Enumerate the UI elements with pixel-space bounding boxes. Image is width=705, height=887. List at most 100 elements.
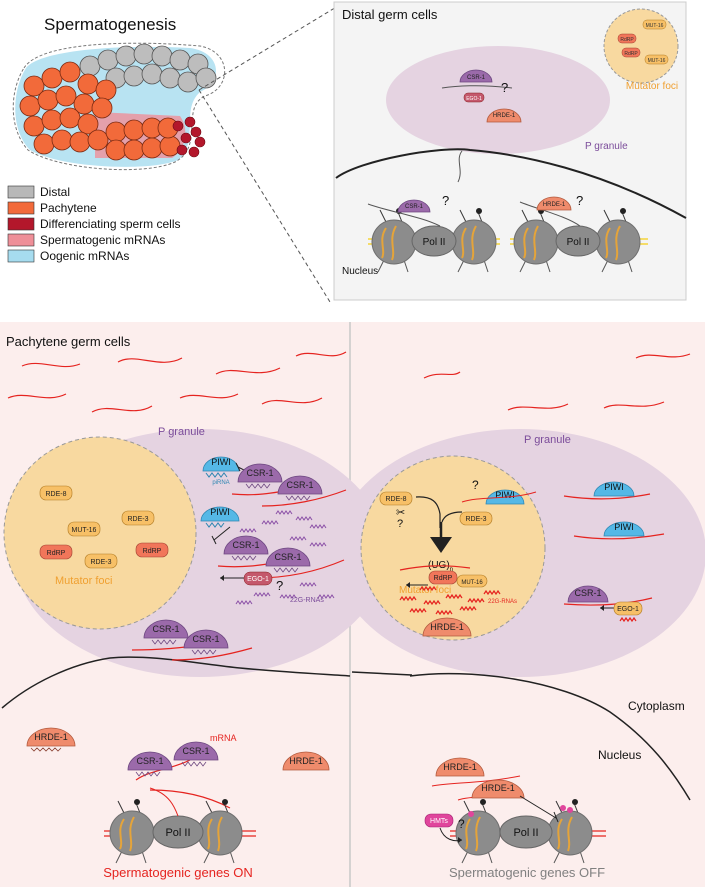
csr1-complex: CSR-1: [127, 751, 173, 777]
zoom-line-bottom: [198, 89, 331, 303]
gonad-schematic: [12, 42, 226, 171]
pachytene-cell: [51, 129, 73, 151]
mrna-strand: [423, 371, 461, 379]
svg-text:EGO-1: EGO-1: [466, 96, 482, 102]
legend-swatch: [7, 217, 35, 231]
distal-ego1: EGO-1: [463, 92, 485, 103]
svg-text:CSR-1: CSR-1: [274, 552, 301, 562]
mrna-strand: [295, 351, 347, 357]
distal-cell: [133, 43, 155, 65]
svg-text:Spermatogenic genes ON: Spermatogenic genes ON: [103, 865, 253, 880]
svg-text:Spermatogenic genes OFF: Spermatogenic genes OFF: [449, 865, 605, 880]
foci-protein: RDE-3: [121, 510, 155, 526]
hrde1-left-1: HRDE-1: [26, 727, 76, 752]
distal-cell: [141, 63, 163, 85]
svg-text:?: ?: [501, 80, 508, 95]
svg-text:Pol II: Pol II: [165, 827, 190, 839]
pachytene-cell: [23, 75, 45, 97]
chromatin-left-bottom: Pol II: [104, 787, 256, 864]
mrna-strand: [7, 393, 67, 399]
pachytene-cell: [95, 79, 117, 101]
distal-chromatin-left: Pol II CSR-1 ?: [367, 193, 500, 273]
svg-text:RDE-8: RDE-8: [385, 496, 406, 503]
legend-swatch: [7, 201, 35, 215]
distal-cell: [177, 71, 199, 93]
svg-text:PIWI: PIWI: [604, 482, 624, 492]
cleavage-arrow: [415, 496, 463, 553]
distal-cell: [123, 65, 145, 87]
svg-text:RdRP: RdRP: [47, 550, 66, 557]
pachytene-cell: [59, 107, 81, 129]
sperm-cell: [176, 144, 188, 156]
zoom-line-top: [198, 5, 339, 91]
svg-text:Mutator foci: Mutator foci: [399, 585, 451, 596]
svg-text:CSR-1: CSR-1: [136, 756, 163, 766]
pachytene-cell: [41, 109, 63, 131]
foci-protein: RDE-8: [39, 485, 73, 501]
pachytene-cell: [105, 139, 127, 161]
piwi-right-2: PIWI: [573, 521, 665, 540]
svg-text:P granule: P granule: [524, 434, 571, 446]
mrna-strand: [91, 405, 153, 413]
svg-text:RdRP: RdRP: [620, 37, 634, 43]
svg-text:?: ?: [276, 578, 283, 593]
legend-swatch: [7, 233, 35, 247]
hrde1-left-2: HRDE-1: [282, 751, 330, 771]
csr1-complex: CSR-1: [231, 463, 301, 496]
hmts: HMTs ?: [424, 813, 465, 843]
pachytene-cell: [77, 113, 99, 135]
ego1-left: EGO-1 ?: [220, 571, 283, 593]
svg-text:RdRP: RdRP: [434, 575, 453, 582]
svg-text:PIWI: PIWI: [495, 490, 515, 500]
pachytene-cell: [33, 133, 55, 155]
svg-text:CSR-1: CSR-1: [467, 75, 486, 81]
distal-p-granule: [386, 46, 610, 154]
sperm-cell: [188, 146, 200, 158]
svg-text:PIWI: PIWI: [211, 457, 231, 467]
pachytene-cell: [87, 129, 109, 151]
svg-text:?: ?: [397, 518, 403, 530]
distal-cell: [79, 55, 101, 77]
piwi-right-1: PIWI: [563, 481, 651, 500]
mutator-foci-left: [3, 436, 197, 630]
svg-text:Nucleus: Nucleus: [598, 748, 641, 762]
distal-title: Distal germ cells: [342, 7, 438, 22]
distal-cell: [151, 45, 173, 67]
piwi-right-foci: PIWI: [461, 489, 537, 505]
svg-text:EGO-1: EGO-1: [617, 606, 639, 613]
mrna-strand: [261, 397, 323, 405]
distal-cell: [169, 49, 191, 71]
svg-text:MUT-16: MUT-16: [648, 58, 666, 64]
hrde1-right-nuc-1: HRDE-1: [431, 757, 521, 787]
svg-text:CSR-1: CSR-1: [405, 204, 424, 210]
sperm-cell: [180, 132, 192, 144]
svg-text:HRDE-1: HRDE-1: [34, 732, 68, 742]
mutator-foci-right: [360, 455, 546, 641]
svg-text:mRNA: mRNA: [210, 733, 237, 743]
legend-swatch: [7, 249, 35, 263]
legend-label: Differenciating sperm cells: [40, 217, 181, 231]
svg-text:CSR-1: CSR-1: [246, 468, 273, 478]
pachytene-cell: [105, 121, 127, 143]
csr1-complex: CSR-1: [171, 629, 253, 661]
svg-text:PIWI: PIWI: [210, 507, 230, 517]
page-title: Spermatogenesis: [44, 15, 176, 34]
pachytene-cell: [59, 61, 81, 83]
sperm-cell: [172, 120, 184, 132]
csr1-right: CSR-1 EGO-1: [563, 585, 653, 623]
svg-text:Pol II: Pol II: [513, 827, 538, 839]
distal-mutator-foci: MUT-16 RdRP RdRP MUT-16 Mutator foci: [603, 8, 679, 92]
distal-hrde1: HRDE-1: [486, 108, 522, 123]
mrna-strand: [117, 357, 183, 363]
legend-label: Spermatogenic mRNAs: [40, 233, 165, 247]
svg-text:CSR-1: CSR-1: [286, 480, 313, 490]
csr1-complex: CSR-1: [261, 475, 347, 507]
svg-text:Cytoplasm: Cytoplasm: [628, 699, 685, 713]
svg-text:CSR-1: CSR-1: [574, 588, 601, 598]
svg-text:EGO-1: EGO-1: [247, 576, 269, 583]
foci-protein: RDE-3: [84, 553, 118, 569]
svg-text:RDE-8: RDE-8: [45, 491, 66, 498]
svg-text:HRDE-1: HRDE-1: [543, 202, 566, 208]
chromatin-right-bottom: Pol II HRDE-1: [450, 779, 606, 864]
